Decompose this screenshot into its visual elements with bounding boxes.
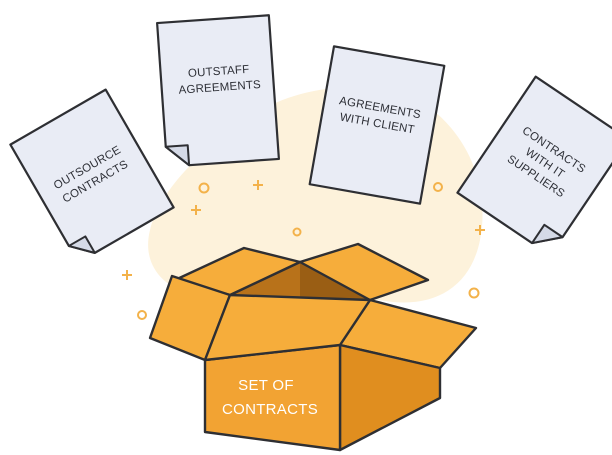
plus-sparkle	[253, 180, 263, 190]
document-sheet	[156, 14, 280, 167]
document-outstaff-agreements: OUTSTAFF AGREEMENTS	[156, 14, 280, 167]
document-fold	[164, 144, 191, 167]
document-sheet	[308, 45, 446, 205]
cardboard-box	[148, 242, 478, 452]
circle-sparkle	[198, 182, 210, 194]
document-outsource-contracts: OUTSOURCE CONTRACTS	[9, 88, 175, 254]
document-fold	[531, 223, 564, 245]
document-label-line: OUTSTAFF	[188, 64, 250, 80]
document-sheet	[9, 88, 175, 254]
circle-sparkle	[433, 182, 443, 192]
box-front-flap	[203, 293, 372, 362]
document-agreements-with-client: AGREEMENTS WITH CLIENT	[308, 45, 446, 205]
document-contracts-with-it-suppliers: CONTRACTS WITH IT SUPPLIERS	[456, 75, 612, 245]
circle-sparkle	[137, 310, 147, 320]
document-label-line: AGREEMENTS	[178, 79, 261, 97]
decorative-sparkles	[122, 180, 485, 320]
box-back-right-flap	[298, 242, 430, 302]
circle-sparkle	[468, 287, 480, 299]
document-fold	[67, 235, 96, 254]
circle-sparkle	[292, 227, 302, 237]
box-front	[203, 343, 342, 452]
box-label-line: CONTRACTS	[222, 401, 318, 418]
box-label-line: SET OF	[238, 377, 294, 394]
plus-sparkle	[475, 225, 485, 235]
plus-sparkle	[122, 270, 132, 280]
plus-sparkle	[191, 205, 201, 215]
